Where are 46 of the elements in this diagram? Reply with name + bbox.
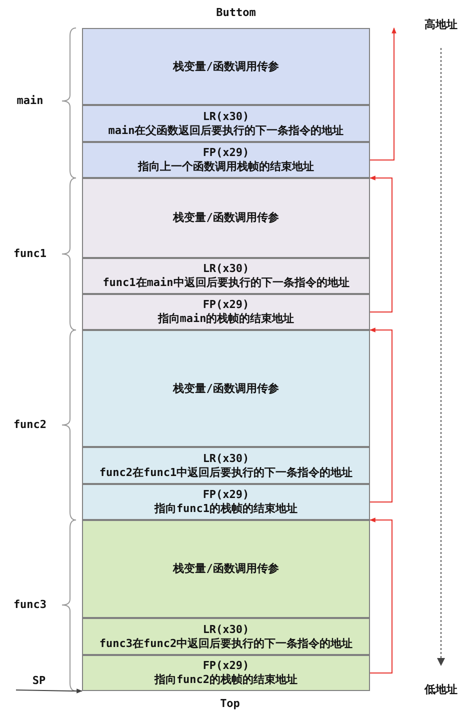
arrow (369, 518, 392, 674)
cell-text: func2在func1中返回后要执行的下一条指令的地址 (99, 466, 353, 480)
cell-text: LR(x30) (202, 452, 250, 466)
cell-text: 指向func2的栈帧的结束地址 (154, 673, 298, 687)
arrow (369, 176, 392, 312)
cell-text: 栈变量/函数调用传参 (173, 60, 279, 74)
cell-text: FP(x29) (202, 298, 250, 312)
stack-cell (82, 330, 370, 447)
function-frame-label: func3 (13, 598, 47, 612)
function-frame-label: func2 (13, 418, 47, 432)
cell-text: FP(x29) (202, 488, 250, 502)
stack-cell (82, 655, 370, 691)
cell-text: 栈变量/函数调用传参 (173, 211, 279, 225)
stack-end-label: Buttom (216, 6, 256, 20)
cell-text: SP (32, 674, 46, 688)
cell-text: 指向上一个函数调用栈帧的结束地址 (138, 160, 314, 174)
arrow (370, 27, 396, 160)
stack-cell (82, 105, 370, 142)
address-label: 高地址 (424, 18, 458, 32)
stack-cell (82, 294, 370, 330)
stack-cell (82, 447, 370, 484)
cell-text: FP(x29) (202, 146, 250, 160)
stack-cell (82, 520, 370, 618)
stack-cell (82, 28, 370, 105)
cell-text: 指向func1的栈帧的结束地址 (154, 502, 298, 516)
cell-text: func3在func2中返回后要执行的下一条指令的地址 (99, 636, 353, 650)
cell-text: FP(x29) (202, 659, 250, 673)
cell-text: 指向main的栈帧的结束地址 (158, 312, 294, 326)
stack-cell (82, 484, 370, 520)
cell-text: 栈变量/函数调用传参 (173, 562, 279, 576)
function-frame-label: func1 (13, 247, 47, 261)
cell-text: LR(x30) (202, 262, 250, 276)
cell-text: main在父函数返回后要执行的下一条指令的地址 (108, 124, 344, 138)
function-frame-label: main (16, 94, 44, 108)
arrow (369, 328, 392, 502)
stack-cell (82, 142, 370, 178)
stack-cell (82, 258, 370, 294)
arrow (16, 688, 83, 694)
cell-text: func1在main中返回后要执行的下一条指令的地址 (102, 276, 350, 290)
address-label: 低地址 (424, 683, 458, 697)
stack-cell (82, 178, 370, 258)
cell-text: LR(x30) (202, 622, 250, 636)
stack-end-label: Top (220, 697, 240, 711)
cell-text: 栈变量/函数调用传参 (173, 382, 279, 396)
cell-text: LR(x30) (202, 110, 250, 124)
stack-cell (82, 618, 370, 655)
